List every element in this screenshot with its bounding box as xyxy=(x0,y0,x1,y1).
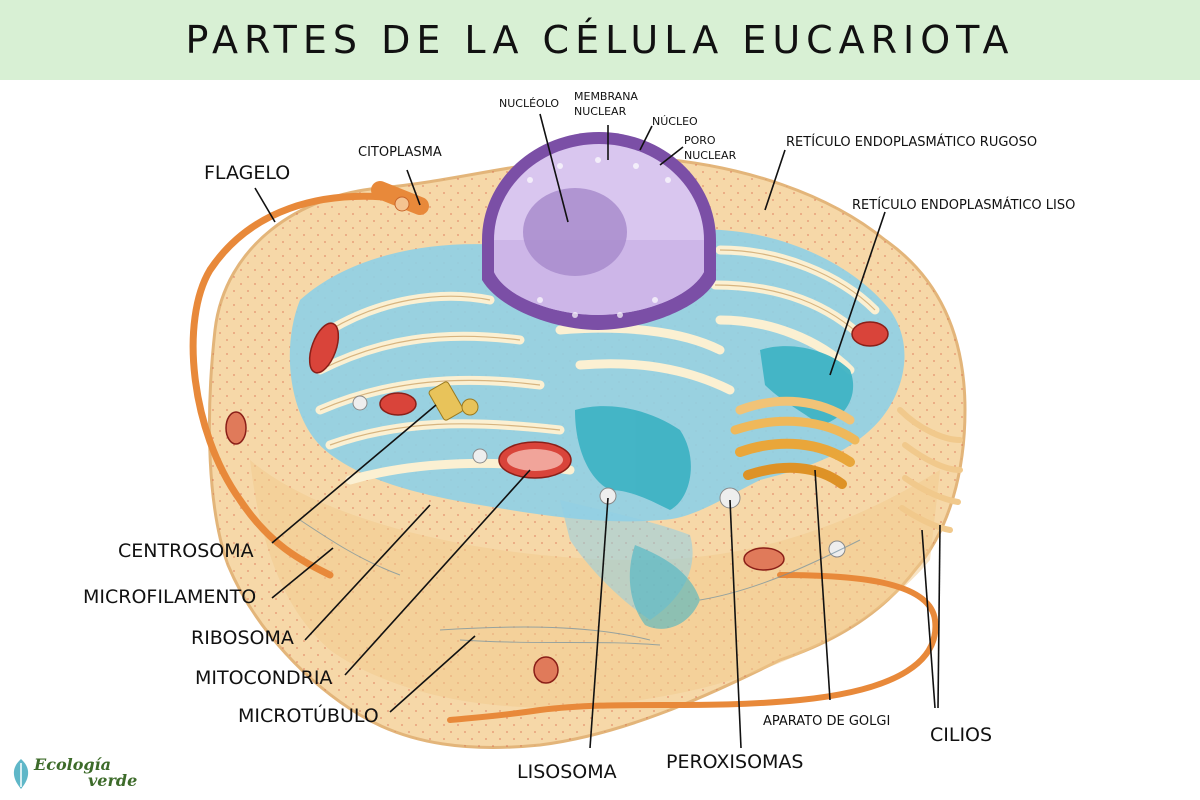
label-nucleo: NÚCLEO xyxy=(652,115,698,128)
label-golgi: APARATO DE GOLGI xyxy=(763,714,891,729)
label-citoplasma: CITOPLASMA xyxy=(358,145,442,160)
label-poro-nuclear: PORO NUCLEAR xyxy=(684,133,736,163)
cytoplasm-lower-volume xyxy=(250,460,940,708)
leaf-icon xyxy=(13,759,29,789)
label-membrana-nuclear: MEMBRANA NUCLEAR xyxy=(574,89,638,119)
label-rel: RETÍCULO ENDOPLASMÁTICO LISO xyxy=(852,198,1076,213)
logo-text-line1: Ecología xyxy=(34,755,111,774)
leader-rel xyxy=(829,211,886,376)
label-rer: RETÍCULO ENDOPLASMÁTICO RUGOSO xyxy=(786,135,1038,150)
leader-cilios-2 xyxy=(937,524,941,709)
label-peroxisomas: PEROXISOMAS xyxy=(666,751,804,773)
leader-citoplasma xyxy=(406,169,421,206)
leader-golgi xyxy=(814,469,831,701)
label-membrana-nuclear-line1: MEMBRANA xyxy=(574,90,638,103)
leader-peroxisomas xyxy=(729,499,742,749)
title-banner: PARTES DE LA CÉLULA EUCARIOTA xyxy=(0,0,1200,80)
label-ribosoma: RIBOSOMA xyxy=(191,627,294,649)
leader-lisosoma xyxy=(589,497,609,749)
leader-rer xyxy=(764,149,786,211)
label-lisosoma: LISOSOMA xyxy=(517,761,617,783)
leader-cilios-1 xyxy=(921,529,936,709)
label-microtubulo: MICROTÚBULO xyxy=(238,705,379,727)
page-title: PARTES DE LA CÉLULA EUCARIOTA xyxy=(185,18,1015,62)
label-centrosoma: CENTROSOMA xyxy=(118,540,254,562)
label-flagelo: FLAGELO xyxy=(204,162,291,184)
label-poro-nuclear-line2: NUCLEAR xyxy=(684,149,737,162)
leader-microfilamento xyxy=(271,547,334,599)
nucleolus xyxy=(523,188,627,276)
ecologia-verde-logo: Ecología verde xyxy=(10,755,160,795)
leader-microtubulo xyxy=(389,635,476,713)
leader-poro xyxy=(659,146,684,166)
nuclear-pores xyxy=(527,157,671,318)
cytoskeleton xyxy=(299,519,861,646)
leader-mitocondria xyxy=(344,469,531,676)
leader-flagelo xyxy=(254,187,276,223)
label-nucleolo: NUCLÉOLO xyxy=(499,97,560,110)
leader-nucleolo xyxy=(539,113,569,223)
flagellum xyxy=(189,181,429,579)
label-mitocondria: MITOCONDRIA xyxy=(195,667,333,689)
leader-nucleo xyxy=(639,125,653,151)
nucleus xyxy=(482,132,716,330)
label-microfilamento: MICROFILAMENTO xyxy=(83,586,257,608)
cilia xyxy=(897,407,963,533)
cilium-long xyxy=(447,572,939,723)
vesicles xyxy=(352,395,846,558)
leader-lines xyxy=(254,113,941,749)
label-membrana-nuclear-line2: NUCLEAR xyxy=(574,105,627,118)
golgi-apparatus xyxy=(730,396,860,489)
label-cilios: CILIOS xyxy=(930,724,993,746)
leader-ribosoma xyxy=(304,504,431,641)
mitochondria-organelles xyxy=(225,321,889,684)
logo-text-line2: verde xyxy=(88,771,138,790)
centrosome xyxy=(428,381,479,421)
leader-centrosoma xyxy=(271,404,437,544)
label-poro-nuclear-line1: PORO xyxy=(684,134,716,147)
